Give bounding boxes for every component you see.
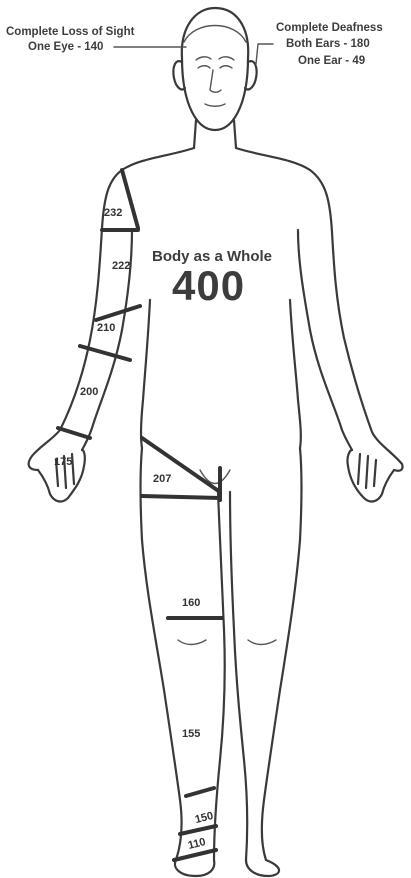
sight-one-eye: One Eye - 140 [28, 41, 103, 53]
zone-line-ankle-upper [186, 788, 214, 796]
zone-upper-arm-label: 222 [112, 260, 130, 272]
leg-left-inner [214, 492, 225, 860]
hearing-leader [256, 44, 273, 64]
hip-left [141, 448, 143, 540]
zone-line-upper-arm [96, 306, 140, 320]
right-eye [220, 66, 232, 68]
zone-line-shoulder [122, 170, 138, 228]
hip-right [300, 448, 302, 540]
hearing-title: Complete Deafness [276, 22, 383, 34]
hearing-both-ears: Both Ears - 180 [286, 38, 370, 50]
zone-lower-leg-label: 155 [182, 728, 200, 740]
left-brow [196, 57, 211, 60]
right-knee [248, 640, 276, 645]
zone-hand-label: 175 [54, 456, 72, 468]
right-brow [219, 57, 234, 60]
neck-left [194, 120, 196, 148]
zone-shoulder-label: 232 [104, 207, 122, 219]
zone-line-foot [174, 850, 216, 860]
leg-right-outer [262, 540, 300, 860]
zone-line-wrist [58, 428, 90, 438]
mouth [205, 104, 225, 106]
torso-right [236, 148, 403, 471]
sight-title: Complete Loss of Sight [6, 26, 134, 38]
head-outline [182, 8, 248, 130]
leg-left-outer [142, 540, 182, 860]
right-hand [347, 450, 394, 501]
leg-right-inner [230, 492, 247, 860]
torso-side-right [290, 300, 301, 448]
zone-elbow-label: 210 [97, 322, 115, 334]
right-foot [246, 860, 279, 876]
torso-outline [29, 148, 194, 470]
nose [210, 70, 221, 92]
zone-line-ankle-lower [180, 826, 216, 834]
torso-side-left [141, 300, 150, 448]
left-foot [175, 860, 214, 876]
zone-forearm-label: 200 [80, 386, 98, 398]
hearing-one-ear: One Ear - 49 [298, 55, 365, 67]
zone-hip-label: 207 [153, 473, 171, 485]
neck-right [234, 120, 236, 148]
hair-line [184, 26, 246, 43]
left-knee [178, 640, 206, 645]
zone-line-hip-bottom [142, 496, 220, 498]
left-eye [198, 66, 210, 68]
body-whole-value: 400 [172, 262, 245, 310]
zone-thigh-label: 160 [182, 597, 200, 609]
